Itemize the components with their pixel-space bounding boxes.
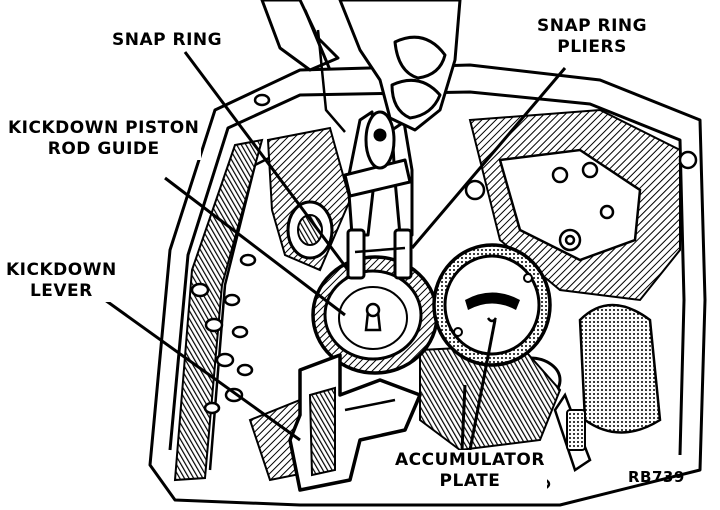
accumulator-plate xyxy=(432,243,552,367)
kickdown-lever-label: KICKDOWN LEVER xyxy=(4,260,119,302)
snap-ring-label: SNAP RING xyxy=(110,30,225,51)
kickdown-lever-line-2: LEVER xyxy=(29,281,93,301)
kickdown-piston-rod-guide-line-1: KICKDOWN PISTON xyxy=(8,118,200,138)
leader-kickdown-piston-rod-guide xyxy=(164,176,346,317)
case-left-rail xyxy=(173,93,271,482)
kickdown-piston-rod-guide-line-2: ROD GUIDE xyxy=(47,139,160,159)
leader-accumulator-plate-2 xyxy=(460,384,467,451)
leader-accumulator-plate-1 xyxy=(468,319,497,451)
accumulator-plate-line-2: PLATE xyxy=(439,471,501,491)
technician-hand xyxy=(260,0,462,133)
kickdown-lever-line-1: KICKDOWN xyxy=(6,260,117,280)
snap-ring-pliers-line-2: PLIERS xyxy=(557,37,627,57)
kickdown-piston-rod-guide-label: KICKDOWN PISTON ROD GUIDE xyxy=(6,118,202,160)
accumulator-plate-line-1: ACCUMULATOR xyxy=(395,450,545,470)
snap-ring-pliers xyxy=(343,110,414,280)
leader-snap-ring xyxy=(183,51,350,271)
leader-kickdown-lever xyxy=(104,298,301,442)
figure-id: RB739 xyxy=(628,468,685,486)
kickdown-piston-rod-guide xyxy=(311,255,439,375)
leader-snap-ring-pliers xyxy=(410,67,567,249)
snap-ring-pliers-line-1: SNAP RING xyxy=(537,16,648,36)
accumulator-plate-label: ACCUMULATOR PLATE xyxy=(393,450,547,492)
snap-ring-label-text: SNAP RING xyxy=(112,30,223,50)
snap-ring-pliers-label: SNAP RING PLIERS xyxy=(535,16,650,58)
